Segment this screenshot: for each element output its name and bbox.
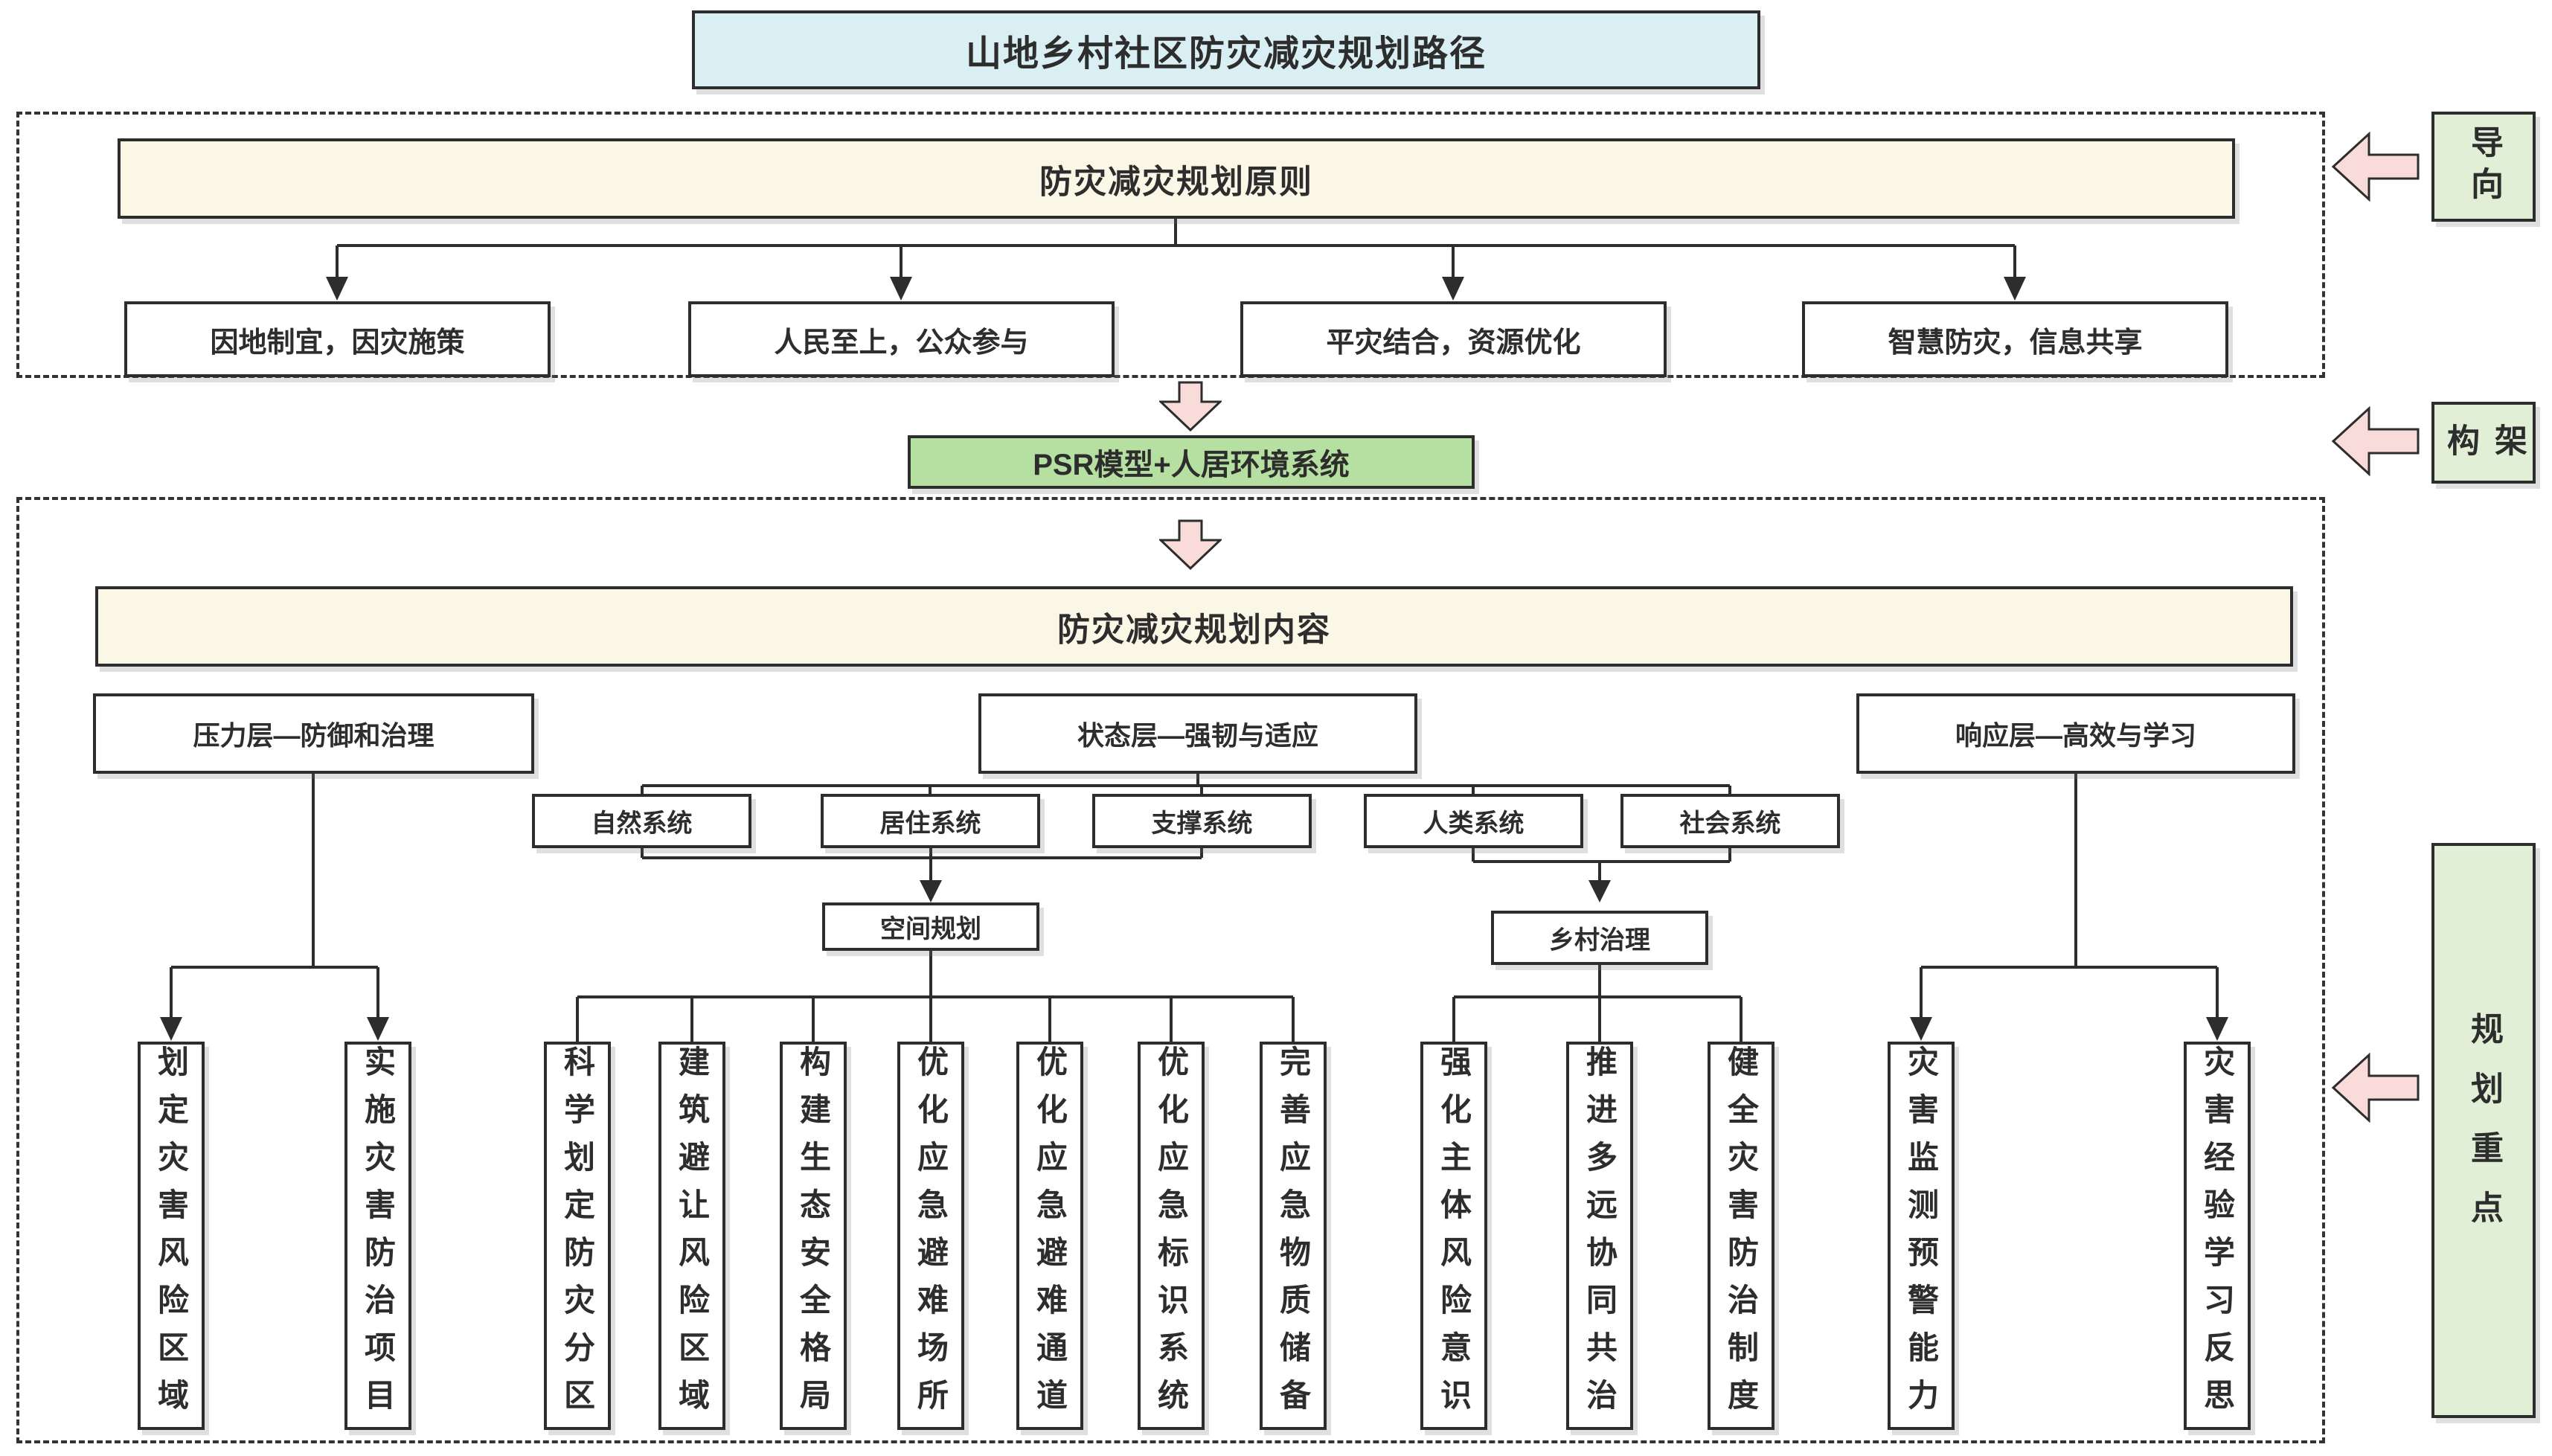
spatial-distribution-lines xyxy=(576,951,1295,1042)
pressure-tree-lines xyxy=(170,774,379,1019)
measure-box: 优化应急避难场所 xyxy=(897,1042,964,1430)
layer-pressure-box: 压力层—防御和治理 xyxy=(93,693,534,774)
measure-box: 划定灾害风险区域 xyxy=(138,1042,205,1430)
flow-down-arrow-icon xyxy=(1159,519,1222,570)
system-box: 支撑系统 xyxy=(1092,794,1312,848)
side-left-arrow-icon xyxy=(2332,1052,2420,1123)
measure-label: 科学划定防灾分区 xyxy=(560,1045,595,1426)
measure-box: 完善应急物质储备 xyxy=(1260,1042,1327,1430)
measure-label: 建筑避让风险区域 xyxy=(674,1045,710,1426)
principle-label: 智慧防灾，信息共享 xyxy=(1888,327,2143,359)
content-section-frame xyxy=(16,497,2325,1443)
side-label-planning-focus: 规划重点 xyxy=(2431,843,2536,1418)
spatial-planning-box: 空间规划 xyxy=(822,902,1039,951)
measure-label: 灾害经验学习反思 xyxy=(2199,1045,2235,1426)
measure-label: 优化应急标识系统 xyxy=(1153,1045,1189,1426)
system-box: 社会系统 xyxy=(1620,794,1840,848)
side-label-orientation-text: 导向 xyxy=(2466,125,2502,208)
system-label: 人类系统 xyxy=(1423,809,1525,838)
layer-response-box: 响应层—高效与学习 xyxy=(1856,693,2295,774)
spatial-planning-label: 空间规划 xyxy=(880,915,981,943)
principle-box: 因地制宜，因灾施策 xyxy=(124,301,551,377)
system-label: 自然系统 xyxy=(591,809,693,838)
system-box: 人类系统 xyxy=(1364,794,1583,848)
measure-box: 灾害经验学习反思 xyxy=(2184,1042,2251,1430)
response-tree-lines xyxy=(1920,774,2219,1019)
measure-box: 灾害监测预警能力 xyxy=(1888,1042,1955,1430)
side-label-framework-text: 架构 xyxy=(2442,423,2526,462)
measure-label: 强化主体风险意识 xyxy=(1436,1045,1472,1426)
measure-box: 建筑避让风险区域 xyxy=(658,1042,725,1430)
psr-model-box: PSR模型+人居环境系统 xyxy=(908,435,1475,489)
governance-merge-lines xyxy=(1472,848,1731,882)
side-left-arrow-icon xyxy=(2332,405,2420,477)
side-label-framework: 架构 xyxy=(2431,402,2536,484)
measure-box: 健全灾害防治制度 xyxy=(1708,1042,1774,1430)
principles-tree-lines xyxy=(336,219,2016,278)
psr-model-label: PSR模型+人居环境系统 xyxy=(1033,449,1350,481)
layer-state-box: 状态层—强韧与适应 xyxy=(978,693,1417,774)
measure-box: 实施灾害防治项目 xyxy=(344,1042,411,1430)
measure-label: 划定灾害风险区域 xyxy=(153,1045,189,1426)
measure-label: 灾害监测预警能力 xyxy=(1903,1045,1939,1426)
measure-label: 健全灾害防治制度 xyxy=(1723,1045,1759,1426)
measure-box: 推进多远协同共治 xyxy=(1566,1042,1633,1430)
principles-arrowheads xyxy=(326,277,2026,301)
layer-pressure-label: 压力层—防御和治理 xyxy=(193,720,435,751)
principles-section-frame xyxy=(16,112,2325,378)
measure-label: 构建生态安全格局 xyxy=(795,1045,831,1426)
content-header-label: 防灾减灾规划内容 xyxy=(1057,612,1331,648)
principles-header: 防灾减灾规划原则 xyxy=(118,138,2235,219)
side-left-arrow-icon xyxy=(2332,131,2420,202)
measure-box: 构建生态安全格局 xyxy=(780,1042,847,1430)
spatial-arrowhead xyxy=(920,880,1611,902)
principle-label: 人民至上，公众参与 xyxy=(774,327,1029,359)
response-arrowheads xyxy=(1910,1017,2228,1041)
content-header: 防灾减灾规划内容 xyxy=(95,586,2293,667)
system-label: 居住系统 xyxy=(879,809,981,838)
rural-governance-box: 乡村治理 xyxy=(1491,911,1708,965)
flow-down-arrow-icon xyxy=(1159,381,1222,432)
side-label-planning-focus-text: 规划重点 xyxy=(2466,1011,2502,1250)
spatial-merge-lines xyxy=(641,848,1203,882)
measure-label: 优化应急避难通道 xyxy=(1032,1045,1068,1426)
principle-label: 平灾结合，资源优化 xyxy=(1326,327,1581,359)
measure-label: 优化应急避难场所 xyxy=(913,1045,949,1426)
system-box: 居住系统 xyxy=(821,794,1040,848)
principle-box: 人民至上，公众参与 xyxy=(688,301,1115,377)
pressure-arrowheads xyxy=(160,1017,389,1041)
state-systems-lines xyxy=(641,774,1731,794)
system-label: 社会系统 xyxy=(1679,809,1781,838)
principle-box: 平灾结合，资源优化 xyxy=(1240,301,1667,377)
system-label: 支撑系统 xyxy=(1151,809,1253,838)
principle-box: 智慧防灾，信息共享 xyxy=(1802,301,2228,377)
side-label-orientation: 导向 xyxy=(2431,112,2536,222)
principle-label: 因地制宜，因灾施策 xyxy=(210,327,465,359)
layer-state-label: 状态层—强韧与适应 xyxy=(1077,720,1318,751)
measure-box: 科学划定防灾分区 xyxy=(544,1042,611,1430)
measure-box: 优化应急避难通道 xyxy=(1016,1042,1083,1430)
rural-governance-label: 乡村治理 xyxy=(1549,926,1650,955)
measure-label: 完善应急物质储备 xyxy=(1275,1045,1311,1426)
system-box: 自然系统 xyxy=(532,794,751,848)
measure-box: 强化主体风险意识 xyxy=(1420,1042,1487,1430)
measure-label: 推进多远协同共治 xyxy=(1582,1045,1618,1426)
diagram-title-label: 山地乡村社区防灾减灾规划路径 xyxy=(965,34,1487,74)
governance-distribution-lines xyxy=(1452,965,1743,1042)
measure-label: 实施灾害防治项目 xyxy=(360,1045,396,1426)
measure-box: 优化应急标识系统 xyxy=(1138,1042,1205,1430)
principles-header-label: 防灾减灾规划原则 xyxy=(1039,164,1313,200)
diagram-title: 山地乡村社区防灾减灾规划路径 xyxy=(692,10,1760,89)
layer-response-label: 响应层—高效与学习 xyxy=(1955,720,2196,751)
